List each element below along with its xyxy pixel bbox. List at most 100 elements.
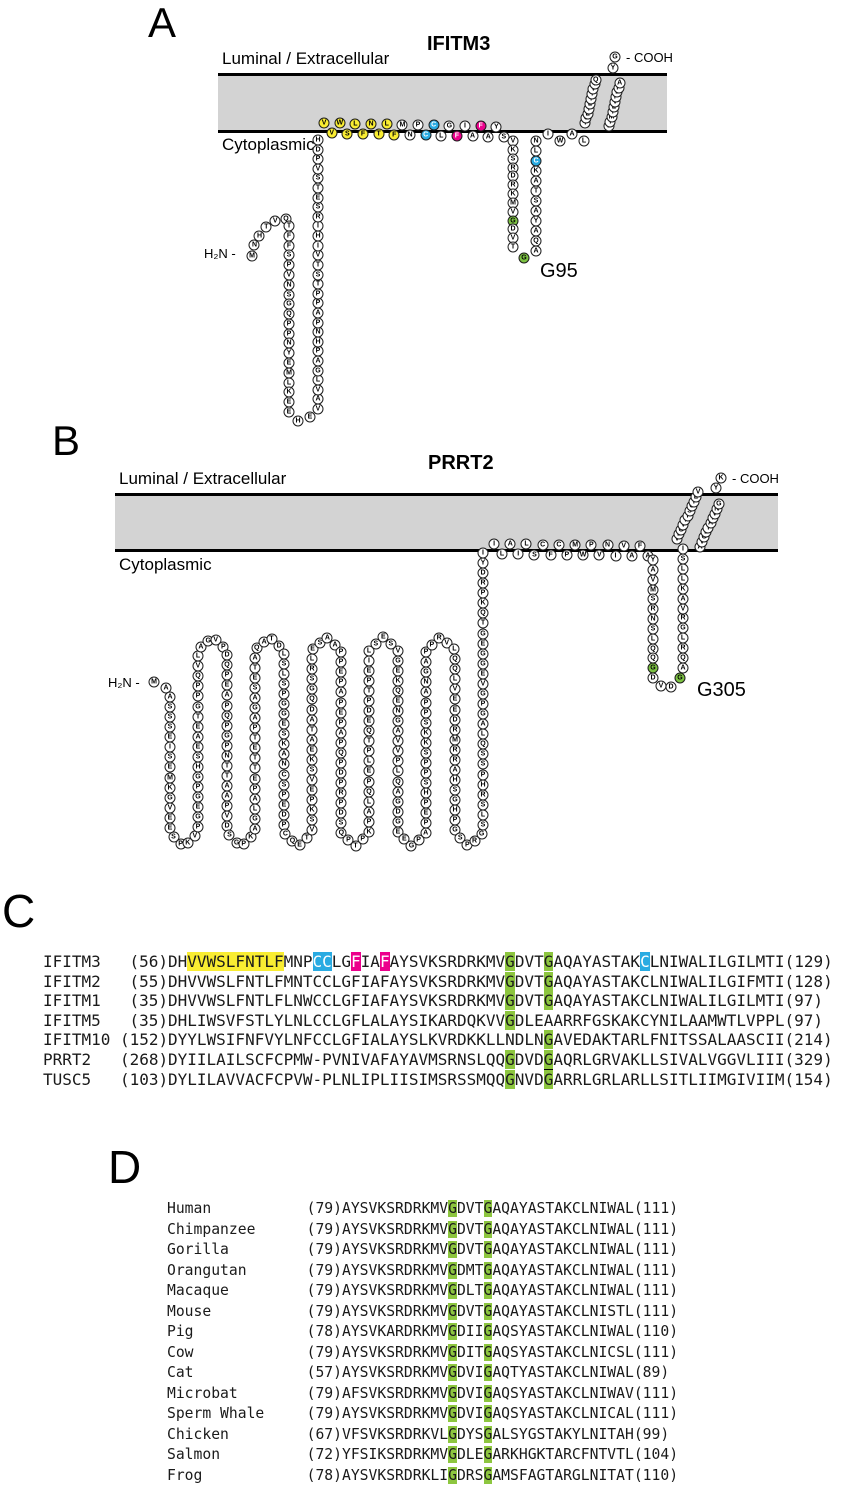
highlighted-residues: G — [505, 991, 515, 1011]
sequence-text: DVI — [456, 1384, 484, 1402]
residue-circle: A — [677, 593, 689, 605]
residue-circle: G — [405, 840, 417, 852]
residue-circle: R — [306, 663, 318, 675]
residue-circle: I — [542, 128, 554, 139]
alignment-end-position: (214) — [784, 1030, 833, 1050]
residue-circle: T — [312, 182, 324, 194]
residue-circle: Q — [306, 693, 318, 705]
residue-circle: P — [342, 834, 354, 846]
residue-circle: T — [249, 752, 261, 764]
residue-circle: I — [610, 550, 621, 562]
residue-circle: Q — [363, 725, 375, 737]
residue-circle: G — [192, 771, 204, 783]
alignment-end-position: (111) — [633, 1200, 679, 1217]
residue-circle: F — [634, 540, 646, 552]
residue-circle: A — [249, 712, 261, 724]
residue-circle: S — [454, 832, 466, 844]
alignment-sequence: DHLIWSVFSTLYLNLCCLGFLALAYSIKARDQKVVGDLEA… — [168, 1010, 785, 1031]
sequence-text: AYSVKSRDRKMV — [342, 1343, 449, 1361]
residue-circle: H — [292, 415, 304, 427]
residue-circle: S — [528, 549, 540, 561]
residue-circle: A — [306, 734, 318, 746]
sequence-text: LG — [331, 952, 352, 971]
alignment-sequence: DHVVWSLFNTLFLNWCCLGFIAFAYSVKSRDRKMVGDVTG… — [168, 991, 785, 1011]
residue-circle: G — [306, 683, 318, 695]
sequence-text: DLT — [456, 1282, 484, 1299]
residue-circle: H — [253, 230, 265, 242]
alignment-row: Chimpanzee(79)AYSVKSRDRKMVGDVTGAQAYASTAK… — [167, 1220, 678, 1241]
alignment-start-position: (79) — [306, 1302, 342, 1320]
alignment-row-name: IFITM2 — [43, 971, 101, 991]
highlighted-residues: VVWSLFNTLF — [187, 952, 284, 971]
highlighted-residues: G — [543, 952, 554, 971]
sequence-text: AQSYASTAKCLNIWAL — [492, 1323, 634, 1340]
alignment-start-position: (79) — [306, 1343, 342, 1361]
residue-circle: Q — [251, 642, 263, 654]
residue-circle: H — [420, 787, 432, 799]
residue-circle: V — [312, 384, 324, 396]
residue-circle: D — [363, 705, 375, 717]
highlighted-residues: G — [483, 1261, 493, 1279]
residue-circle: K — [677, 583, 689, 595]
residue-circle: S — [341, 128, 353, 140]
residue-circle: V — [210, 634, 222, 646]
residue-circle: S — [370, 638, 382, 650]
residue-circle: A — [312, 393, 324, 405]
alignment-start-position: (78) — [306, 1466, 342, 1484]
residue-circle: P — [192, 781, 204, 793]
residue-circle: E — [306, 744, 318, 756]
residue-circle: T — [312, 278, 324, 290]
residue-circle: D — [477, 567, 489, 579]
residue-circle: P — [420, 707, 432, 719]
residue-circle: P — [363, 695, 375, 707]
residue-circle: P — [312, 297, 324, 309]
residue-circle: W — [554, 135, 566, 146]
residue-circle: A — [626, 550, 638, 562]
residue-circle: I — [459, 120, 471, 132]
residue-circle: C — [553, 539, 565, 551]
residue-circle: E — [398, 833, 410, 845]
sequence-text: DIT — [456, 1343, 484, 1361]
sequence-text: AMSFAGTARGLNITAT — [492, 1466, 634, 1484]
residue-circle: C — [537, 539, 549, 551]
residue-circle: S — [168, 831, 179, 842]
residue-circle: R — [477, 577, 489, 589]
highlighted-residues: G — [448, 1261, 457, 1279]
alignment-end-position: (97) — [784, 991, 824, 1011]
alignment-start-position: (72) — [306, 1446, 342, 1463]
residue-circle: P — [477, 587, 489, 599]
alignment-row: Microbat(79)AFSVKSRDRKMVGDVIGAQSYASTAKCL… — [167, 1384, 678, 1405]
residue-circle: P — [420, 767, 432, 779]
residue-circle: P — [363, 816, 375, 828]
alignment-start-position: (79) — [306, 1384, 342, 1402]
residue-circle: S — [312, 269, 324, 280]
residue-circle: P — [363, 675, 375, 687]
residue-circle: D — [665, 681, 677, 693]
residue-circle: L — [677, 632, 689, 644]
alignment-row-name: Chicken — [167, 1425, 229, 1443]
residue-circle: T — [363, 735, 375, 747]
alignment-sequence: AYSVKSRDRKMVGDVTGAQAYASTAKCLNIWAL — [342, 1199, 634, 1220]
residue-circle: E — [249, 672, 261, 684]
alignment-start-position: (79) — [306, 1241, 342, 1258]
residue-circle: A — [420, 656, 432, 668]
residue-circle: K — [420, 727, 432, 739]
residue-circle: G — [477, 628, 489, 640]
residue-circle: A — [249, 652, 261, 664]
alignment-end-position: (329) — [784, 1049, 833, 1069]
residue-circle: A — [306, 714, 318, 726]
residue-circle: A — [420, 827, 432, 839]
residue-circle: G — [609, 51, 621, 63]
panel-label-b: B — [52, 417, 81, 464]
alignment-row-name: Frog — [167, 1466, 203, 1484]
alignment-end-position: (111) — [633, 1384, 679, 1402]
alignment-row: Human(79)AYSVKSRDRKMVGDVTGAQAYASTAKCLNIW… — [167, 1199, 678, 1220]
sequence-text: AYSVKARDRKMV — [342, 1323, 449, 1340]
residue-circle: S — [223, 829, 235, 841]
alignment-row: IFITM5(35)DHLIWSVFSTLYLNLCCLGFLALAYSIKAR… — [43, 1010, 833, 1031]
highlighted-residues: F — [351, 952, 361, 971]
residue-circle: G — [677, 622, 689, 634]
alignment-row-name: Cow — [167, 1343, 194, 1361]
residue-circle: S — [477, 799, 489, 811]
residue-circle: N — [365, 118, 377, 130]
